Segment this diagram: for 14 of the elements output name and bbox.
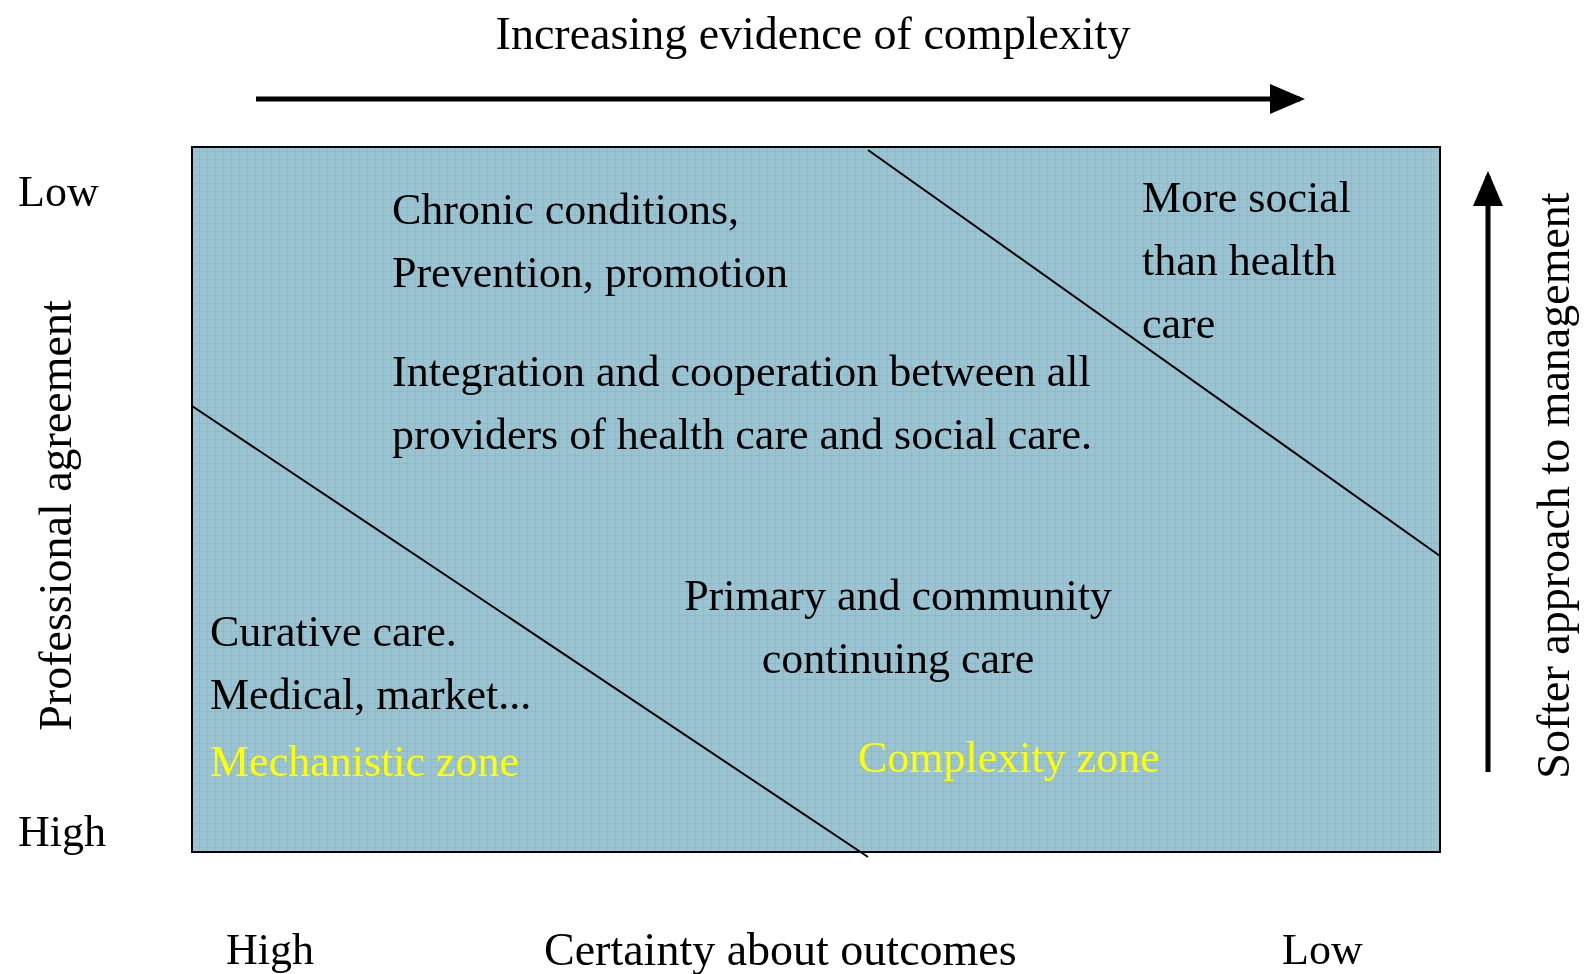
- axis-end-label: High: [226, 924, 315, 974]
- zone-name: Mechanistic zone: [210, 736, 521, 788]
- zone-text: Primary and community continuing care: [683, 570, 1113, 685]
- zone-text: Curative care. Medical, market...: [210, 606, 533, 721]
- axis-end-label: Low: [1282, 924, 1364, 974]
- zone-name: Complexity zone: [858, 732, 1161, 784]
- zone-text: More social than health care: [1142, 172, 1352, 350]
- zone-text: Integration and cooperation between all providers of health care and social care.: [392, 346, 1093, 461]
- axis-title: Professional agreement: [28, 299, 82, 733]
- zone-text: Chronic conditions, Prevention, promotion: [392, 184, 789, 299]
- axis-end-label: Low: [18, 166, 100, 218]
- axis-end-label: High: [18, 806, 107, 858]
- axis-title: Softer approach to management: [1526, 191, 1580, 781]
- axis-title: Increasing evidence of complexity: [494, 7, 1132, 61]
